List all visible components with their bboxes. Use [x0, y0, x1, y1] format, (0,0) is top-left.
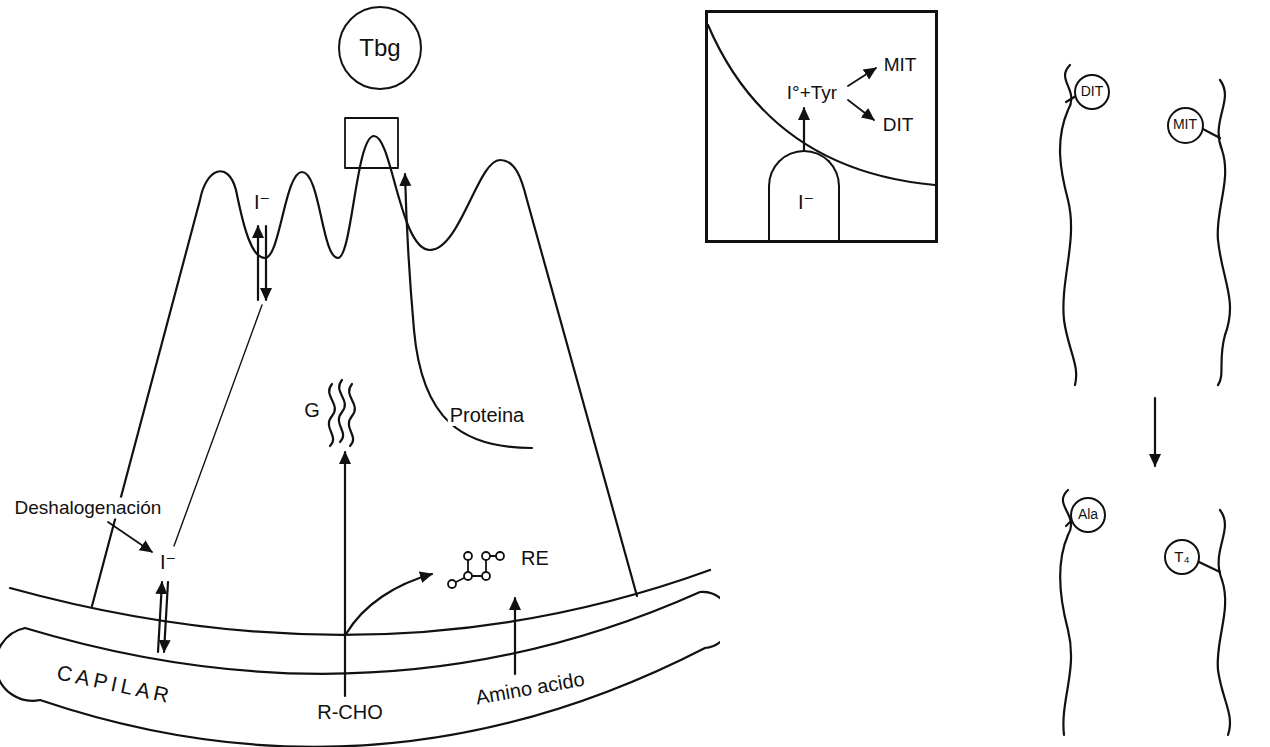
node-text: MIT: [1173, 117, 1197, 132]
residue-circle: DIT: [1074, 74, 1110, 110]
residue-circle: T₄: [1164, 539, 1200, 575]
ion-label: I⁻: [252, 191, 272, 213]
strand-stub: [1199, 562, 1220, 572]
node-text: Amino acido: [474, 668, 586, 709]
reaction-arrow: [848, 68, 876, 86]
flow-arrow: [514, 598, 516, 674]
protein-strand: [1218, 80, 1230, 385]
protein-strand: [1060, 490, 1071, 735]
thyroglobulin-circle: Tbg: [338, 6, 422, 90]
capillary-band: CAPILAR R-CHO Amino acido: [0, 560, 720, 747]
inset-box: I°+Tyr MIT DIT I⁻: [705, 10, 938, 243]
flow-arrow: [344, 452, 346, 696]
protein-strand: [1218, 510, 1230, 735]
process-label: Deshalogenación: [13, 498, 164, 519]
apex-frame: [345, 118, 398, 168]
node-text: R-CHO: [317, 701, 383, 723]
iodide-arrow: [265, 226, 267, 300]
node-text: T₄: [1174, 549, 1189, 566]
microvillus-arch: I⁻: [768, 150, 840, 240]
g-squiggle: [349, 384, 355, 446]
node-text: DIT: [883, 115, 914, 136]
residue-circle: MIT: [1167, 107, 1204, 144]
part-label: Proteina: [448, 404, 527, 426]
iodide-path: [174, 305, 262, 546]
re-symbol: [448, 552, 504, 588]
node-text: Tbg: [359, 35, 400, 61]
iodide-arrow: [158, 582, 162, 652]
flow-arrow: [346, 574, 432, 634]
reaction-arrow: [848, 100, 874, 120]
part-label: RE: [519, 547, 551, 569]
iodination-arrow: [803, 108, 805, 150]
pointer-arrow: [108, 522, 152, 552]
iodide-arrow: [164, 582, 168, 652]
coupling-arrow: [1154, 398, 1156, 466]
secretion-arrow: [405, 174, 532, 448]
basal-membrane: [10, 570, 710, 635]
ion-label: I⁻: [158, 551, 178, 573]
part-label: G: [302, 399, 322, 421]
node-text: I°+Tyr: [787, 83, 837, 104]
node-text: MIT: [884, 55, 917, 76]
iodide-arrow: [257, 226, 259, 300]
node-text: DIT: [1081, 84, 1104, 99]
g-squiggle: [329, 384, 335, 446]
cell-outline: [92, 136, 637, 606]
g-squiggle: [339, 380, 345, 442]
node-text: I⁻: [798, 191, 814, 213]
node-text: CAPILAR: [55, 660, 175, 707]
strand-stub: [1201, 128, 1220, 138]
residue-circle: Ala: [1070, 497, 1106, 533]
node-text: Ala: [1078, 507, 1098, 522]
protein-strand: [1060, 65, 1076, 385]
